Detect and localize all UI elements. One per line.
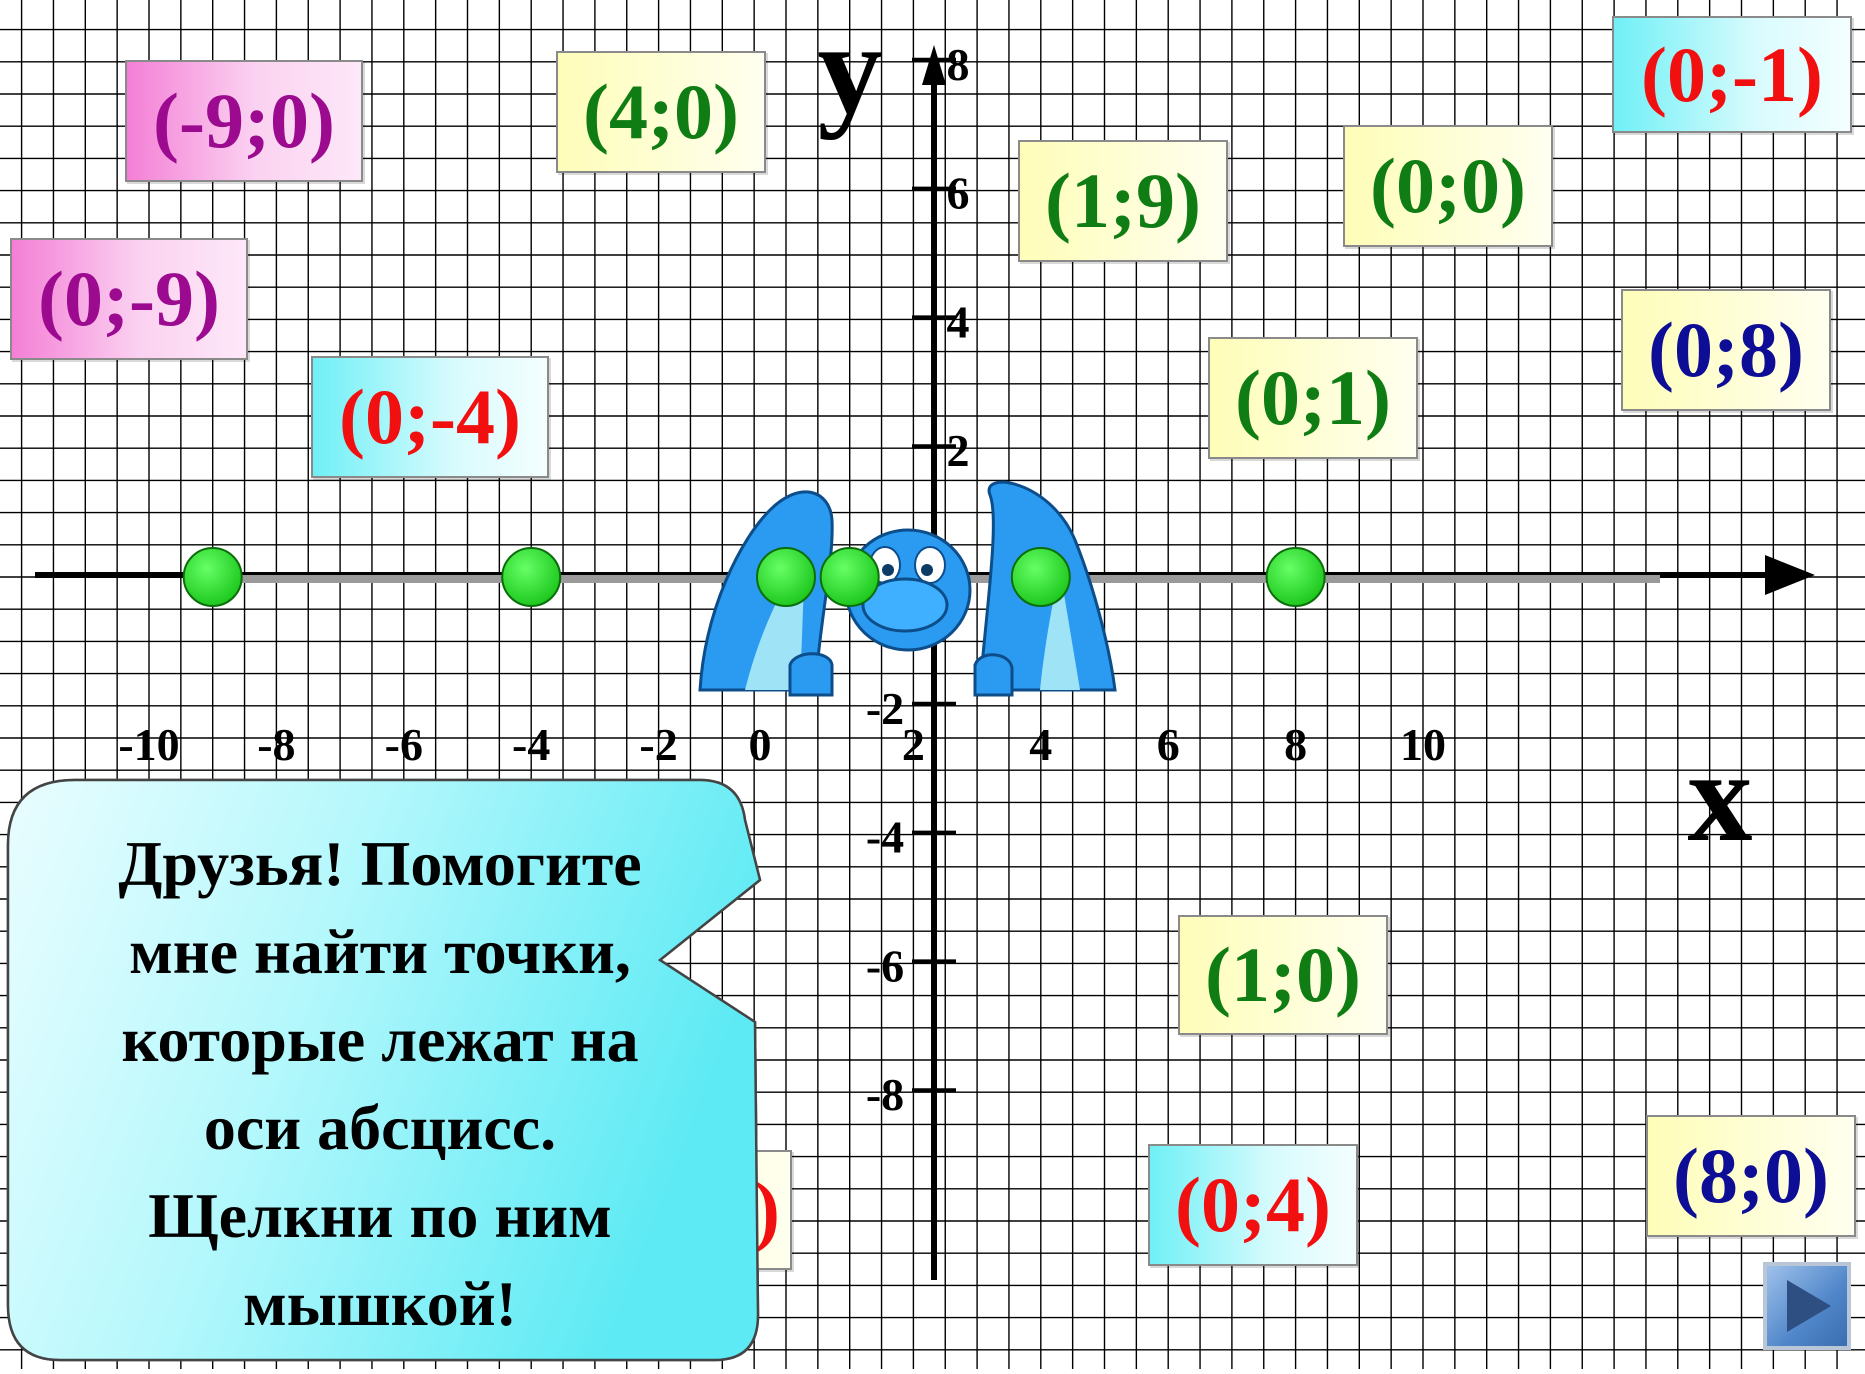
x-axis-point[interactable] — [1265, 547, 1326, 607]
y-tick-label: 6 — [947, 168, 970, 219]
y-tick-label: 2 — [947, 425, 970, 476]
bubble-line: Щелкни по ним — [148, 1180, 612, 1251]
y-tick-label: -6 — [866, 940, 904, 991]
x-axis-label: x — [1688, 725, 1753, 869]
x-axis-point[interactable] — [1010, 547, 1071, 607]
character-right-ear-inner — [1040, 570, 1080, 690]
y-tick-label: -8 — [866, 1069, 904, 1120]
answer-card-4-0[interactable]: (4;0) — [556, 51, 766, 173]
x-tick-label: 10 — [1400, 719, 1446, 770]
x-axis-point[interactable] — [501, 547, 562, 607]
answer-card-0-minus1[interactable]: (0;-1) — [1612, 16, 1852, 133]
character-nose — [861, 577, 949, 633]
axis-points[interactable] — [182, 547, 1326, 607]
x-tick-label: -4 — [512, 719, 550, 770]
x-tick-label: -2 — [639, 719, 677, 770]
x-tick-label: 4 — [1029, 719, 1052, 770]
y-tick-label: -2 — [866, 683, 904, 734]
x-tick-label: -10 — [118, 719, 179, 770]
answer-card-0-4[interactable]: (0;4) — [1148, 1144, 1358, 1266]
x-axis-arrow — [1765, 555, 1815, 595]
x-tick-label: 6 — [1157, 719, 1180, 770]
answer-card-0-8[interactable]: (0;8) — [1621, 289, 1831, 411]
y-tick-label: 8 — [947, 39, 970, 90]
answer-card-0-minus4[interactable]: (0;-4) — [311, 356, 549, 478]
y-axis-arrow — [922, 45, 946, 85]
answer-card-0-0[interactable]: (0;0) — [1343, 125, 1553, 247]
answer-card-0-1[interactable]: (0;1) — [1208, 337, 1418, 459]
bubble-line: которые лежат на — [121, 1004, 639, 1075]
character-hand-right — [973, 653, 1014, 697]
x-axis-point[interactable] — [182, 547, 243, 607]
x-axis-point[interactable] — [819, 547, 880, 607]
answer-card-1-0[interactable]: (1;0) — [1178, 915, 1388, 1035]
x-tick-label: -8 — [257, 719, 295, 770]
bubble-line: мне найти точки, — [129, 916, 631, 987]
answer-card-8-0[interactable]: (8;0) — [1646, 1115, 1856, 1237]
speech-bubble-text: Друзья! Помогите мне найти точки, которы… — [30, 820, 730, 1348]
x-axis-point[interactable] — [756, 547, 816, 607]
next-slide-button[interactable] — [1763, 1262, 1851, 1350]
x-tick-label: 2 — [902, 719, 925, 770]
answer-card-1-9[interactable]: (1;9) — [1018, 140, 1228, 262]
bubble-line: мышкой! — [243, 1268, 517, 1339]
character-hand-left — [788, 652, 834, 697]
y-tick-label: 4 — [947, 296, 970, 347]
y-tick-label: -4 — [866, 812, 904, 863]
bubble-line: Друзья! Помогите — [118, 828, 642, 899]
y-axis-label: y — [818, 0, 883, 141]
bubble-line: оси абсцисс. — [203, 1092, 557, 1163]
play-next-icon — [1787, 1280, 1831, 1332]
x-tick-label: -6 — [385, 719, 423, 770]
x-tick-label: 8 — [1284, 719, 1307, 770]
x-tick-label: 0 — [749, 719, 772, 770]
answer-card-minus9-0[interactable]: (-9;0) — [125, 60, 363, 182]
answer-card-0-minus9[interactable]: (0;-9) — [10, 238, 248, 360]
